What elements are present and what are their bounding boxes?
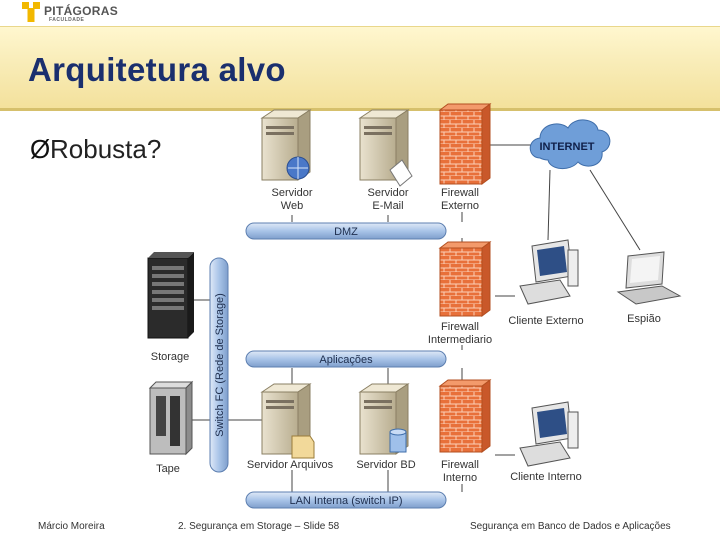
dmz-label: DMZ [334, 226, 358, 238]
lan-interna-label: LAN Interna (switch IP) [289, 495, 402, 507]
firewall-interno-icon [438, 379, 492, 453]
logo-mark-icon [22, 2, 40, 22]
tape-icon [148, 380, 194, 456]
faculty-logo: PITÁGORAS FACULDADE [22, 2, 142, 24]
cliente-interno-label: Cliente Interno [510, 471, 582, 483]
storage-icon [147, 252, 194, 339]
firewall-intermediario-label-2: Intermediario [428, 334, 492, 346]
storage-label: Storage [151, 351, 190, 363]
cliente-externo-icon [519, 239, 579, 305]
espiao-label: Espião [627, 313, 661, 325]
aplicacoes-label: Aplicações [319, 354, 373, 366]
firewall-intermediario-icon [438, 241, 492, 317]
cliente-interno-icon [519, 401, 579, 467]
servidor-bd-label: Servidor BD [356, 459, 415, 471]
logo-name: PITÁGORAS [44, 4, 119, 18]
switch-fc-bus [209, 257, 229, 473]
cliente-externo-label: Cliente Externo [508, 315, 583, 327]
servidor-bd-icon [358, 383, 410, 455]
firewall-interno-label-2: Interno [443, 472, 477, 484]
firewall-interno-label-1: Firewall [441, 459, 479, 471]
footer-subject: Segurança em Banco de Dados e Aplicações [470, 521, 671, 532]
servidor-web-label-2: Web [281, 200, 303, 212]
footer-author: Márcio Moreira [38, 521, 105, 532]
firewall-intermediario-label-1: Firewall [441, 321, 479, 333]
slide-title: Arquitetura alvo [28, 51, 286, 88]
bullet-item: ØRobusta? [30, 134, 161, 165]
footer-course: 2. Segurança em Storage – Slide 58 [178, 521, 340, 532]
internet-cloud-icon [529, 119, 611, 169]
servidor-email-label-1: Servidor [368, 187, 409, 199]
logo-subtitle: FACULDADE [49, 17, 85, 23]
servidor-web-label-1: Servidor [272, 187, 313, 199]
connection-lines [190, 144, 641, 492]
firewall-externo-label-1: Firewall [441, 187, 479, 199]
lan-interna-bus [245, 491, 447, 509]
title-band [0, 26, 720, 111]
switch-fc-label: Switch FC (Rede de Storage) [214, 293, 226, 437]
firewall-externo-icon [438, 103, 492, 185]
servidor-email-icon [358, 109, 413, 187]
servidor-email-label-2: E-Mail [372, 200, 403, 212]
dmz-bus [245, 222, 447, 240]
servidor-arquivos-icon [260, 383, 315, 459]
aplicacoes-bus [245, 350, 447, 368]
tape-label: Tape [156, 463, 180, 475]
bullet-arrow-icon: Ø [30, 134, 51, 164]
internet-label: INTERNET [540, 141, 595, 153]
espiao-laptop-icon [616, 251, 682, 305]
servidor-web-icon [260, 109, 312, 181]
servidor-arquivos-label: Servidor Arquivos [247, 459, 334, 471]
firewall-externo-label-2: Externo [441, 200, 479, 212]
bullet-text: Robusta? [50, 134, 162, 164]
